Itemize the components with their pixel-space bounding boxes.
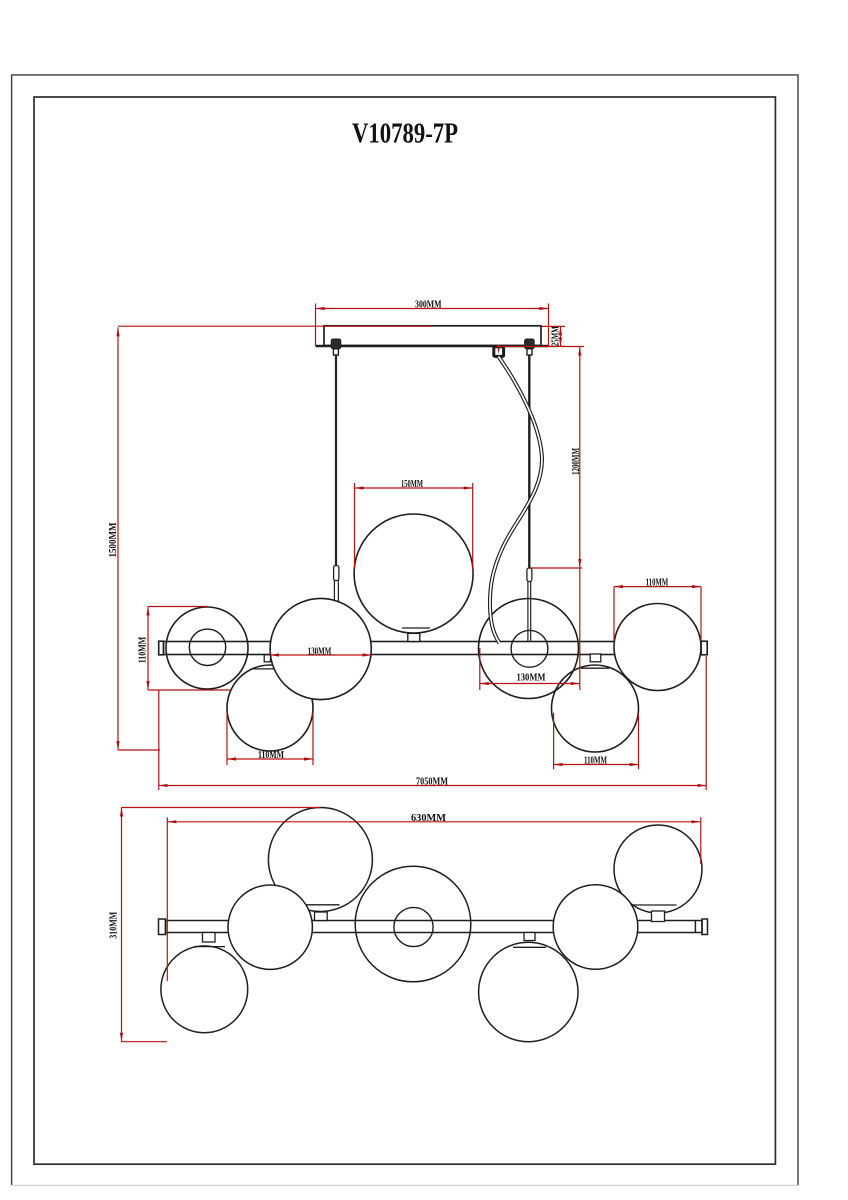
- svg-text:110MM: 110MM: [258, 750, 284, 761]
- svg-text:150MM: 150MM: [401, 479, 423, 490]
- svg-text:300MM: 300MM: [415, 299, 442, 310]
- svg-text:310MM: 310MM: [109, 912, 120, 939]
- svg-text:1500MM: 1500MM: [108, 523, 119, 558]
- svg-text:130MM: 130MM: [517, 672, 546, 683]
- svg-text:V10789-7P: V10789-7P: [352, 119, 458, 150]
- svg-text:110MM: 110MM: [584, 756, 607, 767]
- svg-text:110MM: 110MM: [138, 637, 149, 664]
- svg-text:7050MM: 7050MM: [416, 776, 448, 787]
- svg-text:130MM: 130MM: [308, 646, 332, 657]
- svg-text:1200MM: 1200MM: [571, 448, 582, 475]
- svg-text:110MM: 110MM: [646, 577, 669, 588]
- svg-text:630MM: 630MM: [411, 813, 446, 824]
- svg-text:25MM: 25MM: [551, 326, 562, 346]
